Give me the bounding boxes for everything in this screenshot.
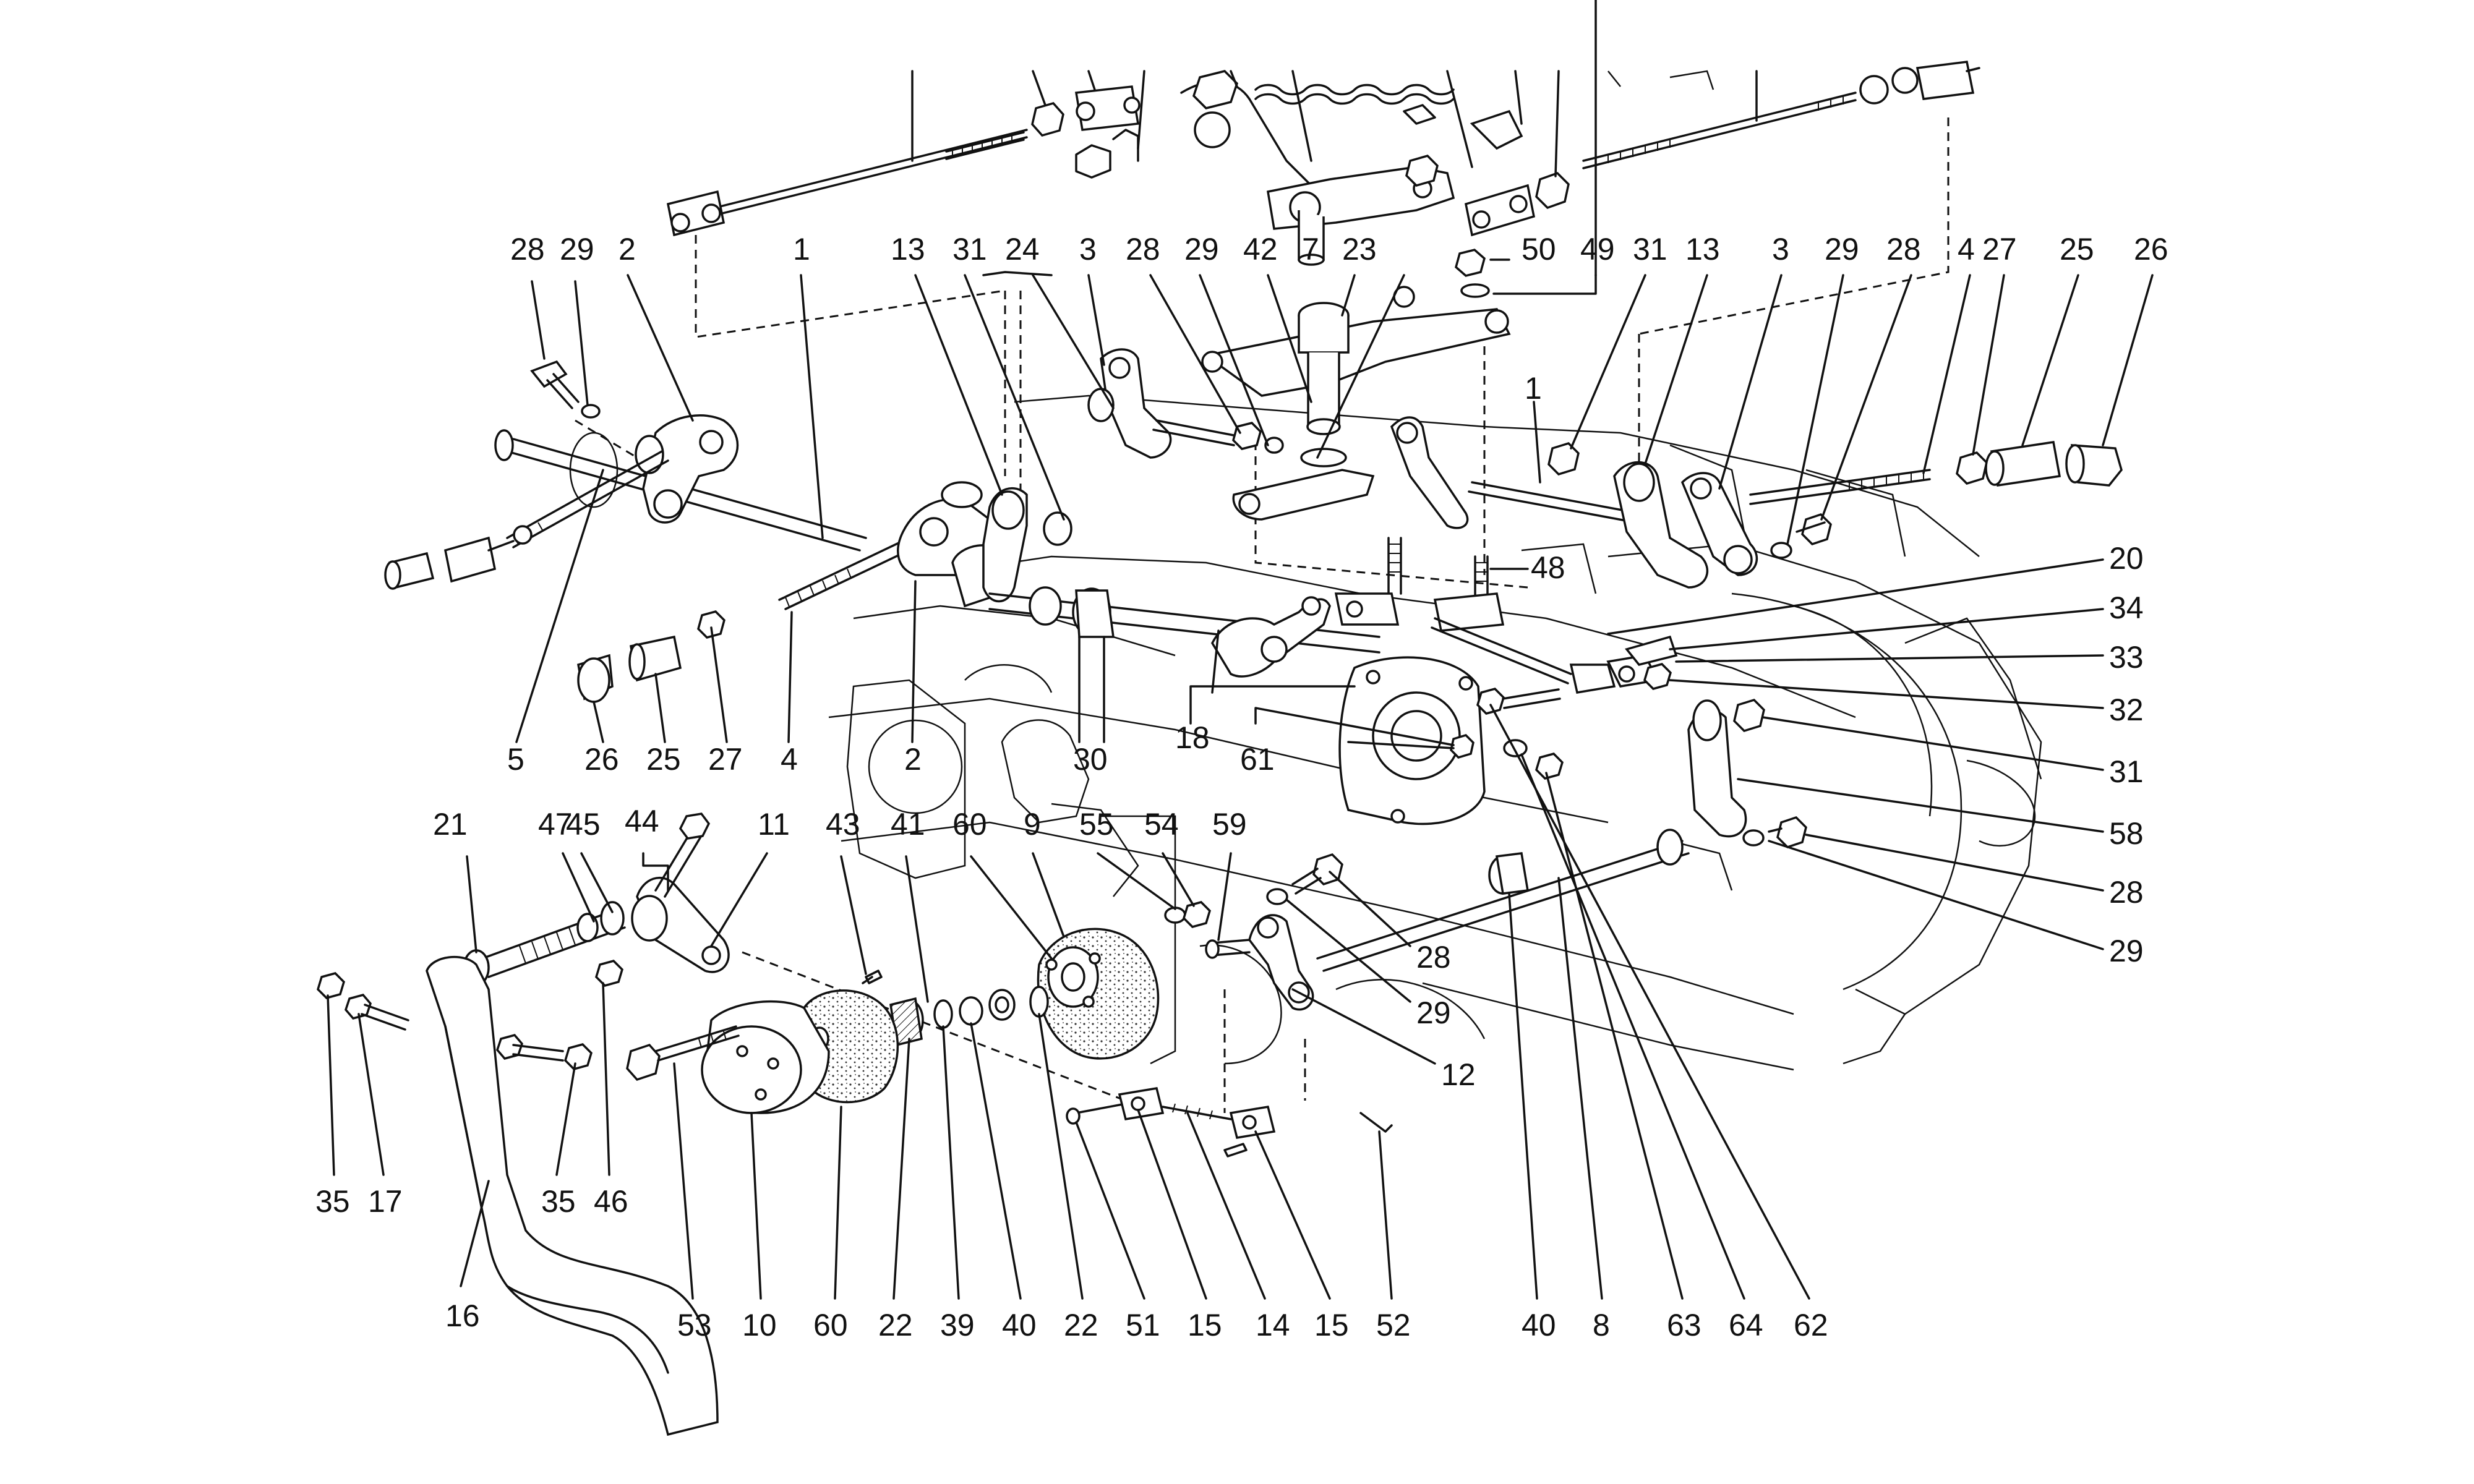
- part-label: 31: [1633, 232, 1667, 267]
- part-label: 31: [2109, 754, 2144, 789]
- part-label: 29: [1184, 232, 1219, 267]
- part-label: 29: [1825, 232, 1859, 267]
- part-label: 15: [1314, 1308, 1349, 1342]
- part-label: 20: [2109, 541, 2144, 576]
- part-label: 60: [813, 1308, 848, 1342]
- part-label: 30: [1073, 742, 1108, 777]
- part-label: 27: [1982, 232, 2017, 267]
- gearbox-casing-outline: [828, 394, 2042, 1071]
- part-label: 26: [584, 742, 619, 777]
- part-label: 58: [2109, 816, 2144, 851]
- part-label: 3: [1772, 232, 1789, 267]
- part-label: 28: [2109, 875, 2144, 910]
- label-leader-lines: [327, 0, 2154, 1300]
- part-label: 47: [538, 807, 573, 842]
- part-label: 53: [677, 1308, 712, 1342]
- part-label: 23: [1342, 232, 1377, 267]
- part-label: 13: [891, 232, 925, 267]
- part-label: 55: [1079, 807, 1114, 842]
- part-label: 40: [1522, 1308, 1556, 1342]
- part-label: 25: [2060, 232, 2094, 267]
- part-label: 13: [1685, 232, 1720, 267]
- part-label: 3: [1079, 232, 1097, 267]
- part-label: 15: [1188, 1308, 1222, 1342]
- part-label: 16: [445, 1298, 480, 1333]
- part-label: 1: [1525, 371, 1542, 406]
- part-label: 31: [952, 232, 987, 267]
- part-label: 9: [1024, 807, 1041, 842]
- part-label: 34: [2109, 591, 2144, 625]
- part-label: 2: [618, 232, 636, 267]
- part-label: 27: [708, 742, 743, 777]
- part-label: 25: [646, 742, 681, 777]
- callout-labels: 28 29 2 1 13 31 24 3 28 29 42 7 23 50 49…: [315, 232, 2168, 1342]
- part-label: 51: [1126, 1308, 1160, 1342]
- part-label: 8: [1593, 1308, 1610, 1342]
- part-label: 1: [793, 232, 810, 267]
- part-label: 2: [904, 742, 922, 777]
- right-link-assembly: [1431, 558, 2104, 950]
- part-label: 11: [758, 807, 790, 842]
- part-label: 4: [1958, 232, 1975, 267]
- part-label: 28: [1416, 940, 1451, 974]
- part-label: 29: [2109, 934, 2144, 968]
- part-label: 22: [1064, 1308, 1098, 1342]
- part-label: 5: [507, 742, 524, 777]
- part-label: 60: [952, 807, 987, 842]
- part-label: 54: [1144, 807, 1179, 842]
- part-label: 17: [368, 1184, 403, 1219]
- part-label: 39: [940, 1308, 975, 1342]
- part-label: 41: [891, 807, 925, 842]
- part-label: 50: [1522, 232, 1556, 267]
- part-label: 59: [1212, 807, 1247, 842]
- part-label: 29: [560, 232, 594, 267]
- part-label: 63: [1667, 1308, 1701, 1342]
- part-label: 32: [2109, 693, 2144, 727]
- part-label: 45: [566, 807, 601, 842]
- part-label: 46: [594, 1184, 628, 1219]
- part-label: 28: [1886, 232, 1921, 267]
- dashed-leader-lines: [575, 117, 1950, 1113]
- center-shaft-assembly: [988, 586, 1486, 825]
- part-label: 12: [1441, 1057, 1476, 1092]
- part-label: 28: [1126, 232, 1160, 267]
- part-label: 26: [2134, 232, 2168, 267]
- part-label: 44: [625, 804, 659, 838]
- part-label: 10: [742, 1308, 777, 1342]
- pedal-assembly: [317, 812, 730, 1436]
- pedal-shaft-assembly: [626, 829, 1690, 1158]
- part-label: 35: [315, 1184, 350, 1219]
- part-label: 33: [2109, 640, 2144, 675]
- part-label: 61: [1240, 742, 1275, 777]
- right-lever-assembly: [1613, 441, 2123, 589]
- left-lever-assembly: [384, 360, 1072, 703]
- part-label: 18: [1175, 720, 1210, 755]
- part-label: 28: [510, 232, 545, 267]
- part-label: 7: [1302, 232, 1319, 267]
- part-label: 21: [433, 807, 468, 842]
- part-label: 43: [826, 807, 860, 842]
- part-label: 52: [1376, 1308, 1411, 1342]
- part-label: 49: [1580, 232, 1615, 267]
- part-label: 62: [1794, 1308, 1828, 1342]
- part-label: 29: [1416, 996, 1451, 1030]
- part-label: 14: [1256, 1308, 1290, 1342]
- part-label: 4: [781, 742, 798, 777]
- part-label: 40: [1002, 1308, 1037, 1342]
- part-label: 42: [1243, 232, 1278, 267]
- part-label: 22: [878, 1308, 913, 1342]
- part-label: 64: [1729, 1308, 1763, 1342]
- upper-middle-linkage: [1087, 249, 1640, 632]
- part-label: 24: [1005, 232, 1040, 267]
- part-label: 35: [541, 1184, 576, 1219]
- part-label: 48: [1531, 550, 1565, 585]
